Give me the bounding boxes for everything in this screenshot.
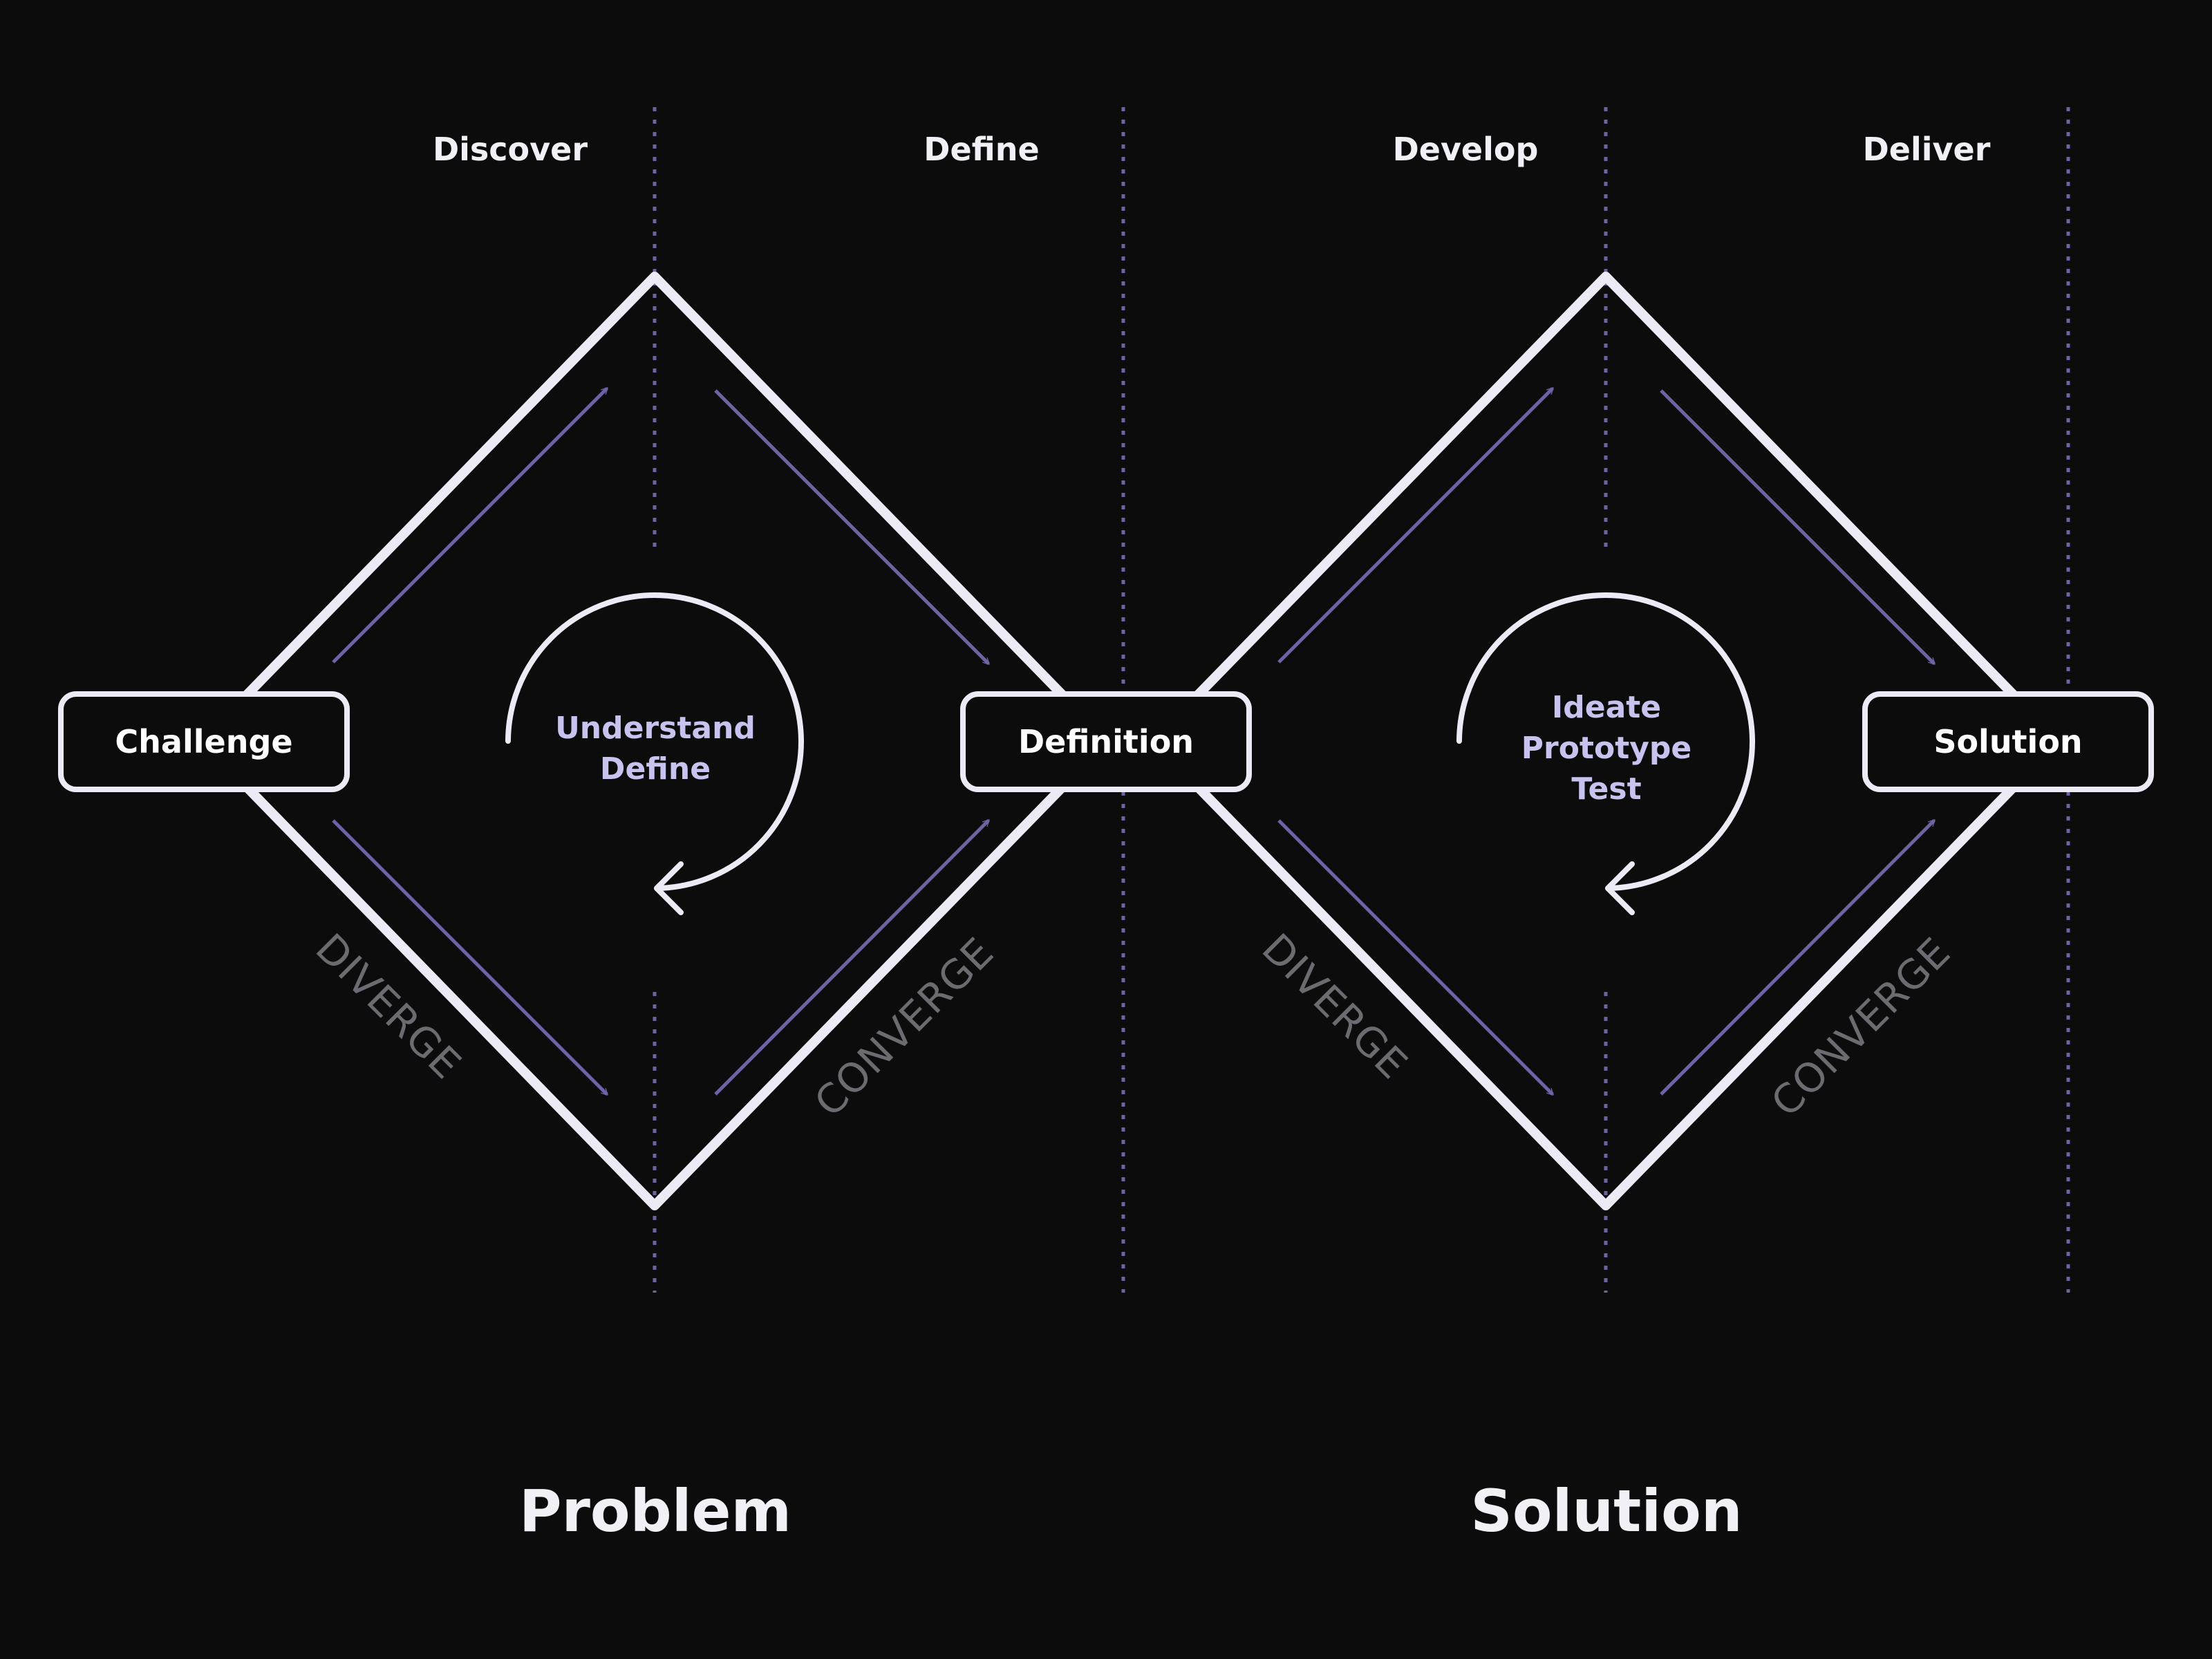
mode-converge-solution: CONVERGE — [1762, 928, 1960, 1126]
circular-arrow-icon — [1456, 592, 1755, 915]
node-label-definition: Definition — [1018, 723, 1194, 760]
method-ideate: Ideate — [1552, 690, 1661, 725]
flow-arrows — [332, 388, 1934, 1096]
method-define: Define — [600, 751, 711, 787]
node-label-solution: Solution — [1933, 723, 2082, 760]
method-prototype: Prototype — [1521, 731, 1692, 766]
method-understand: Understand — [555, 711, 756, 746]
method-test: Test — [1571, 771, 1641, 807]
solution-diamond — [1148, 272, 2063, 1210]
phase-dividers — [653, 107, 2070, 1293]
circular-arrow-icon — [505, 592, 804, 915]
section-label-problem: Problem — [519, 1477, 791, 1545]
mode-diverge-solution: DIVERGE — [1253, 924, 1417, 1088]
mode-diverge-problem: DIVERGE — [307, 924, 471, 1088]
diagonal-arrow-icon — [1660, 389, 1934, 664]
diagonal-arrow-icon — [332, 388, 607, 664]
phase-label-define: Define — [924, 131, 1039, 168]
diagonal-arrow-icon — [1277, 388, 1553, 664]
cycle-arrows — [505, 592, 1755, 915]
node-label-challenge: Challenge — [115, 723, 292, 760]
section-label-solution: Solution — [1470, 1477, 1742, 1545]
diagonal-arrow-icon — [332, 819, 607, 1094]
node-challenge: Challenge — [58, 691, 350, 792]
diagonal-arrow-icon — [1660, 821, 1934, 1096]
phase-label-discover: Discover — [433, 131, 588, 168]
node-definition: Definition — [960, 691, 1252, 792]
diagonal-arrow-icon — [714, 821, 988, 1096]
problem-methods: Understand Define — [555, 711, 756, 787]
diagonal-arrow-icon — [1277, 819, 1553, 1094]
diagonal-arrow-icon — [714, 389, 988, 664]
phase-label-deliver: Deliver — [1863, 131, 1991, 168]
diamonds — [197, 272, 2063, 1210]
phase-label-develop: Develop — [1393, 131, 1539, 168]
section-labels: Problem Solution — [519, 1477, 1743, 1545]
node-solution: Solution — [1862, 691, 2154, 792]
phase-headers: Discover Define Develop Deliver — [433, 131, 1991, 168]
problem-diamond — [197, 272, 1112, 1210]
solution-methods: Ideate Prototype Test — [1521, 690, 1692, 807]
